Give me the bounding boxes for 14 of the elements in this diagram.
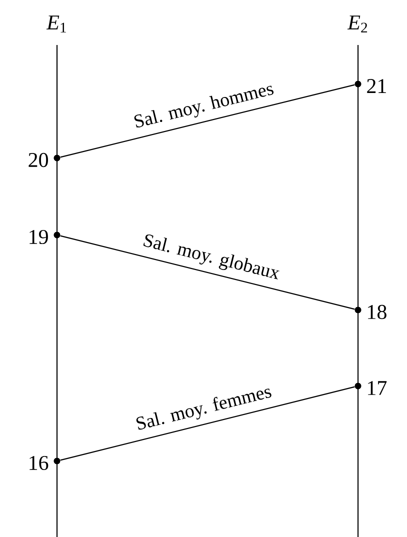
connector-line — [60, 235, 355, 310]
edge-label: Sal. moy. femmes — [136, 388, 272, 430]
axis-label: E$_{2}$ — [347, 16, 368, 32]
value-label: 16 — [30, 456, 48, 470]
value-label: 21 — [367, 79, 386, 93]
axis-label: E$_{1}$ — [46, 16, 66, 32]
connector-line — [60, 84, 355, 158]
edge-label: Sal. moy. hommes — [134, 86, 274, 128]
value-label: 17 — [368, 381, 387, 395]
connector-line — [60, 386, 355, 461]
value-label: 20 — [28, 152, 48, 168]
value-label: 18 — [368, 304, 386, 320]
value-label: 19 — [30, 230, 48, 244]
edge-label: Sal. moy. globaux — [143, 234, 280, 280]
